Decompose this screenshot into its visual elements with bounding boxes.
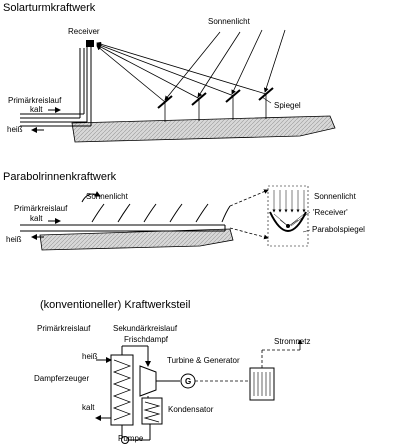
cold-label-3: kalt	[82, 403, 95, 412]
sunlight-label-right: Sonnenlicht	[314, 192, 356, 201]
pump-circle	[121, 436, 129, 444]
section3-title: (konventioneller) Kraftwerksteil	[40, 299, 191, 311]
sunlight-arrow	[81, 191, 101, 203]
steam-generator-box	[110, 354, 134, 426]
primary-circuit-label-2: Primärkreislauf	[14, 204, 68, 213]
tower-pipes	[20, 107, 92, 133]
parabolic-mirror-label: Parabolspiegel	[312, 225, 365, 234]
condenser-box	[141, 396, 163, 425]
turbine-generator-label: Turbine & Generator	[167, 356, 240, 365]
mirror-pointer	[261, 96, 272, 104]
hot-label-2: heiß	[6, 235, 22, 244]
mirror-label: Spiegel	[274, 101, 301, 110]
trough-receiver	[286, 224, 290, 228]
section1-title: Solarturmkraftwerk	[3, 2, 96, 14]
generator-symbol: G	[185, 377, 192, 386]
sunlight-label-2: Sonnenlicht	[86, 192, 128, 201]
hot-label: heiß	[7, 125, 23, 134]
grid-label: Stromnetz	[274, 337, 311, 346]
cold-label: kalt	[30, 105, 43, 114]
secondary-circuit	[121, 345, 151, 441]
heliostats	[157, 87, 274, 122]
parabolic-detail	[267, 185, 311, 247]
tower-structure	[79, 40, 94, 122]
trough-collectors	[81, 191, 231, 223]
tower-receiver	[86, 40, 94, 47]
grid-connection	[249, 339, 303, 401]
turbine	[139, 365, 250, 397]
receiver-label: Receiver	[68, 27, 100, 36]
hot-label-3: heiß	[82, 352, 98, 361]
receiver-label-2: 'Receiver'	[313, 208, 348, 217]
tower-ground	[71, 115, 336, 143]
primary-side-pipes	[95, 357, 112, 421]
cold-label-2: kalt	[30, 214, 43, 223]
steam-generator-label: Dampferzeuger	[34, 374, 90, 383]
section2-title: Parabolrinnenkraftwerk	[3, 171, 117, 183]
pump-label: Pumpe	[118, 434, 144, 443]
primary-circuit-label-3: Primärkreislauf	[37, 324, 91, 333]
trough-pipes	[20, 218, 226, 240]
trough-ground	[39, 228, 234, 251]
primary-circuit-label: Primärkreislauf	[8, 96, 62, 105]
condenser-label: Kondensator	[168, 405, 214, 414]
live-steam-label: Frischdampf	[124, 335, 169, 344]
sunlight-label: Sonnenlicht	[208, 17, 250, 26]
trough-dashed-arrows	[229, 189, 269, 240]
tower-sunrays	[96, 29, 286, 103]
secondary-circuit-label: Sekundärkreislauf	[113, 324, 178, 333]
